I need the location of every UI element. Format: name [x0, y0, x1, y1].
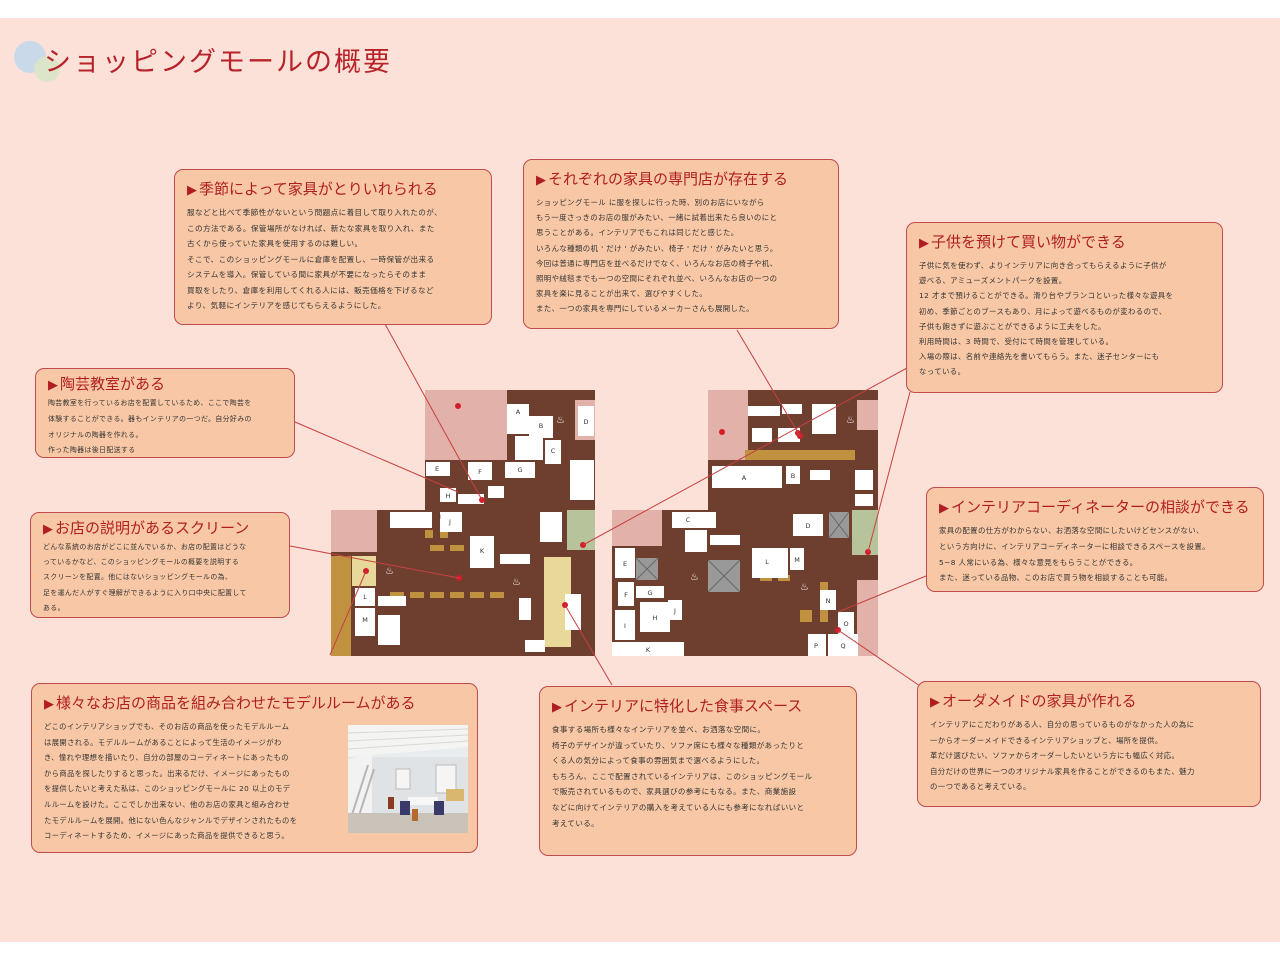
svg-text:♨: ♨: [385, 566, 394, 577]
callout-custom: ▶オーダメイドの家具が作れる インテリアにこだわりがある人、自分の思っているもの…: [917, 681, 1261, 807]
svg-text:L: L: [765, 558, 769, 566]
svg-text:M: M: [794, 556, 800, 564]
callout-title: ▶様々なお店の商品を組み合わせたモデルルームがある: [44, 694, 416, 712]
svg-text:D: D: [805, 522, 810, 530]
triangle-bullet-icon: ▶: [43, 522, 53, 537]
triangle-bullet-icon: ▶: [939, 501, 949, 516]
callout-body: どこのインテリアショップでも、そのお店の商品を使ったモデルルーム は展開される。…: [44, 722, 298, 841]
callout-seasonal: ▶季節によって家具がとりいれられる 服などと比べて季節性がないという問題点に着目…: [174, 169, 492, 325]
callout-title: ▶子供を預けて買い物ができる: [919, 233, 1126, 251]
svg-text:J: J: [673, 607, 676, 615]
callout-screen: ▶お店の説明があるスクリーン どんな系統のお店がどこに並んでいるか、お店の配置は…: [30, 512, 290, 618]
svg-text:K: K: [480, 547, 485, 555]
svg-text:M: M: [362, 616, 368, 624]
svg-text:I: I: [439, 513, 441, 521]
svg-text:♨: ♨: [556, 415, 565, 426]
svg-text:♨: ♨: [800, 582, 809, 593]
svg-text:D: D: [583, 418, 588, 426]
svg-text:N: N: [826, 597, 831, 605]
floor-plan-right: A B C D E F G H I J K L M N O P Q ♨ ♨ ♨: [612, 390, 878, 656]
svg-text:A: A: [516, 408, 521, 416]
callout-body: どんな系統のお店がどこに並んでいるか、お店の配置はどうな っているかなど、このシ…: [43, 543, 247, 612]
callout-body: インテリアにこだわりがある人、自分の思っているものがなかった人の為に 一からオー…: [930, 720, 1195, 792]
callout-body: 食事する場所も様々なインテリアを並べ、お洒落な空間に。 椅子のデザインが違ってい…: [552, 725, 813, 828]
callout-specialty: ▶それぞれの家具の専門店が存在する ショッピングモール に服を探しに行った時、別…: [523, 159, 839, 329]
svg-text:C: C: [551, 447, 556, 455]
callout-title: ▶お店の説明があるスクリーン: [43, 519, 250, 537]
svg-text:♨: ♨: [690, 572, 699, 583]
svg-text:♨: ♨: [846, 415, 855, 426]
svg-text:Q: Q: [840, 642, 845, 650]
svg-text:O: O: [843, 620, 848, 628]
callout-title: ▶オーダメイドの家具が作れる: [930, 692, 1137, 710]
triangle-bullet-icon: ▶: [552, 700, 562, 715]
svg-text:C: C: [686, 516, 691, 524]
svg-text:K: K: [646, 646, 651, 654]
callout-body: 陶芸教室を行っているお店を配置しているため、ここで陶芸を 体験することができる。…: [48, 399, 252, 455]
callout-modelroom: ▶様々なお店の商品を組み合わせたモデルルームがある どこのインテリアショップでも…: [31, 683, 478, 853]
decor-circle-green: [34, 56, 60, 82]
svg-text:E: E: [435, 465, 439, 473]
model-room-photo: [348, 725, 468, 833]
svg-text:F: F: [478, 468, 482, 476]
page-title: ショッピングモールの概要: [44, 47, 392, 78]
svg-text:L: L: [363, 593, 367, 601]
callout-body: 家具の配置の仕方がわからない、お洒落な空間にしたいけどセンスがない、 という方向…: [939, 526, 1210, 583]
svg-text:J: J: [448, 518, 451, 526]
callout-pottery: ▶陶芸教室がある 陶芸教室を行っているお店を配置しているため、ここで陶芸を 体験…: [35, 368, 295, 458]
callout-dining: ▶インテリアに特化した食事スペース 食事する場所も様々なインテリアを並べ、お洒落…: [539, 686, 857, 856]
triangle-bullet-icon: ▶: [44, 697, 54, 712]
svg-text:B: B: [539, 422, 543, 430]
floor-plan-left: A B C D E F G H IJ K L M ♨ ♨ ♨: [331, 390, 595, 656]
callout-childcare: ▶子供を預けて買い物ができる 子供に気を使わず、よりインテリアに向き合ってもらえ…: [906, 222, 1223, 393]
callout-coordinator: ▶インテリアコーディネーターの相談ができる 家具の配置の仕方がわからない、お洒落…: [926, 487, 1264, 592]
svg-text:A: A: [742, 474, 747, 482]
triangle-bullet-icon: ▶: [930, 695, 940, 710]
svg-text:E: E: [623, 560, 627, 568]
callout-body: 子供に気を使わず、よりインテリアに向き合ってもらえるように子供が 遊べる、アミュ…: [919, 261, 1174, 377]
triangle-bullet-icon: ▶: [48, 378, 58, 393]
callout-title: ▶陶芸教室がある: [48, 375, 166, 393]
triangle-bullet-icon: ▶: [536, 173, 546, 188]
callout-title: ▶インテリアに特化した食事スペース: [552, 697, 803, 715]
callout-body: ショッピングモール に服を探しに行った時、別のお店にいながら もう一度さっきのお…: [536, 198, 778, 314]
callout-body: 服などと比べて季節性がないという問題点に着目して取り入れたのが、 この方法である…: [187, 208, 443, 310]
triangle-bullet-icon: ▶: [187, 183, 197, 198]
callout-title: ▶それぞれの家具の専門店が存在する: [536, 170, 789, 188]
callout-title: ▶季節によって家具がとりいれられる: [187, 180, 438, 198]
svg-text:B: B: [791, 472, 795, 480]
svg-text:G: G: [517, 466, 522, 474]
leader-lines: [289, 323, 927, 687]
svg-text:P: P: [814, 642, 818, 650]
callout-title: ▶インテリアコーディネーターの相談ができる: [939, 498, 1250, 516]
svg-text:I: I: [624, 622, 626, 630]
svg-text:H: H: [653, 614, 658, 622]
svg-text:H: H: [446, 492, 451, 500]
triangle-bullet-icon: ▶: [919, 236, 929, 251]
svg-text:F: F: [624, 591, 628, 599]
svg-text:G: G: [647, 589, 652, 597]
svg-text:♨: ♨: [512, 577, 521, 588]
